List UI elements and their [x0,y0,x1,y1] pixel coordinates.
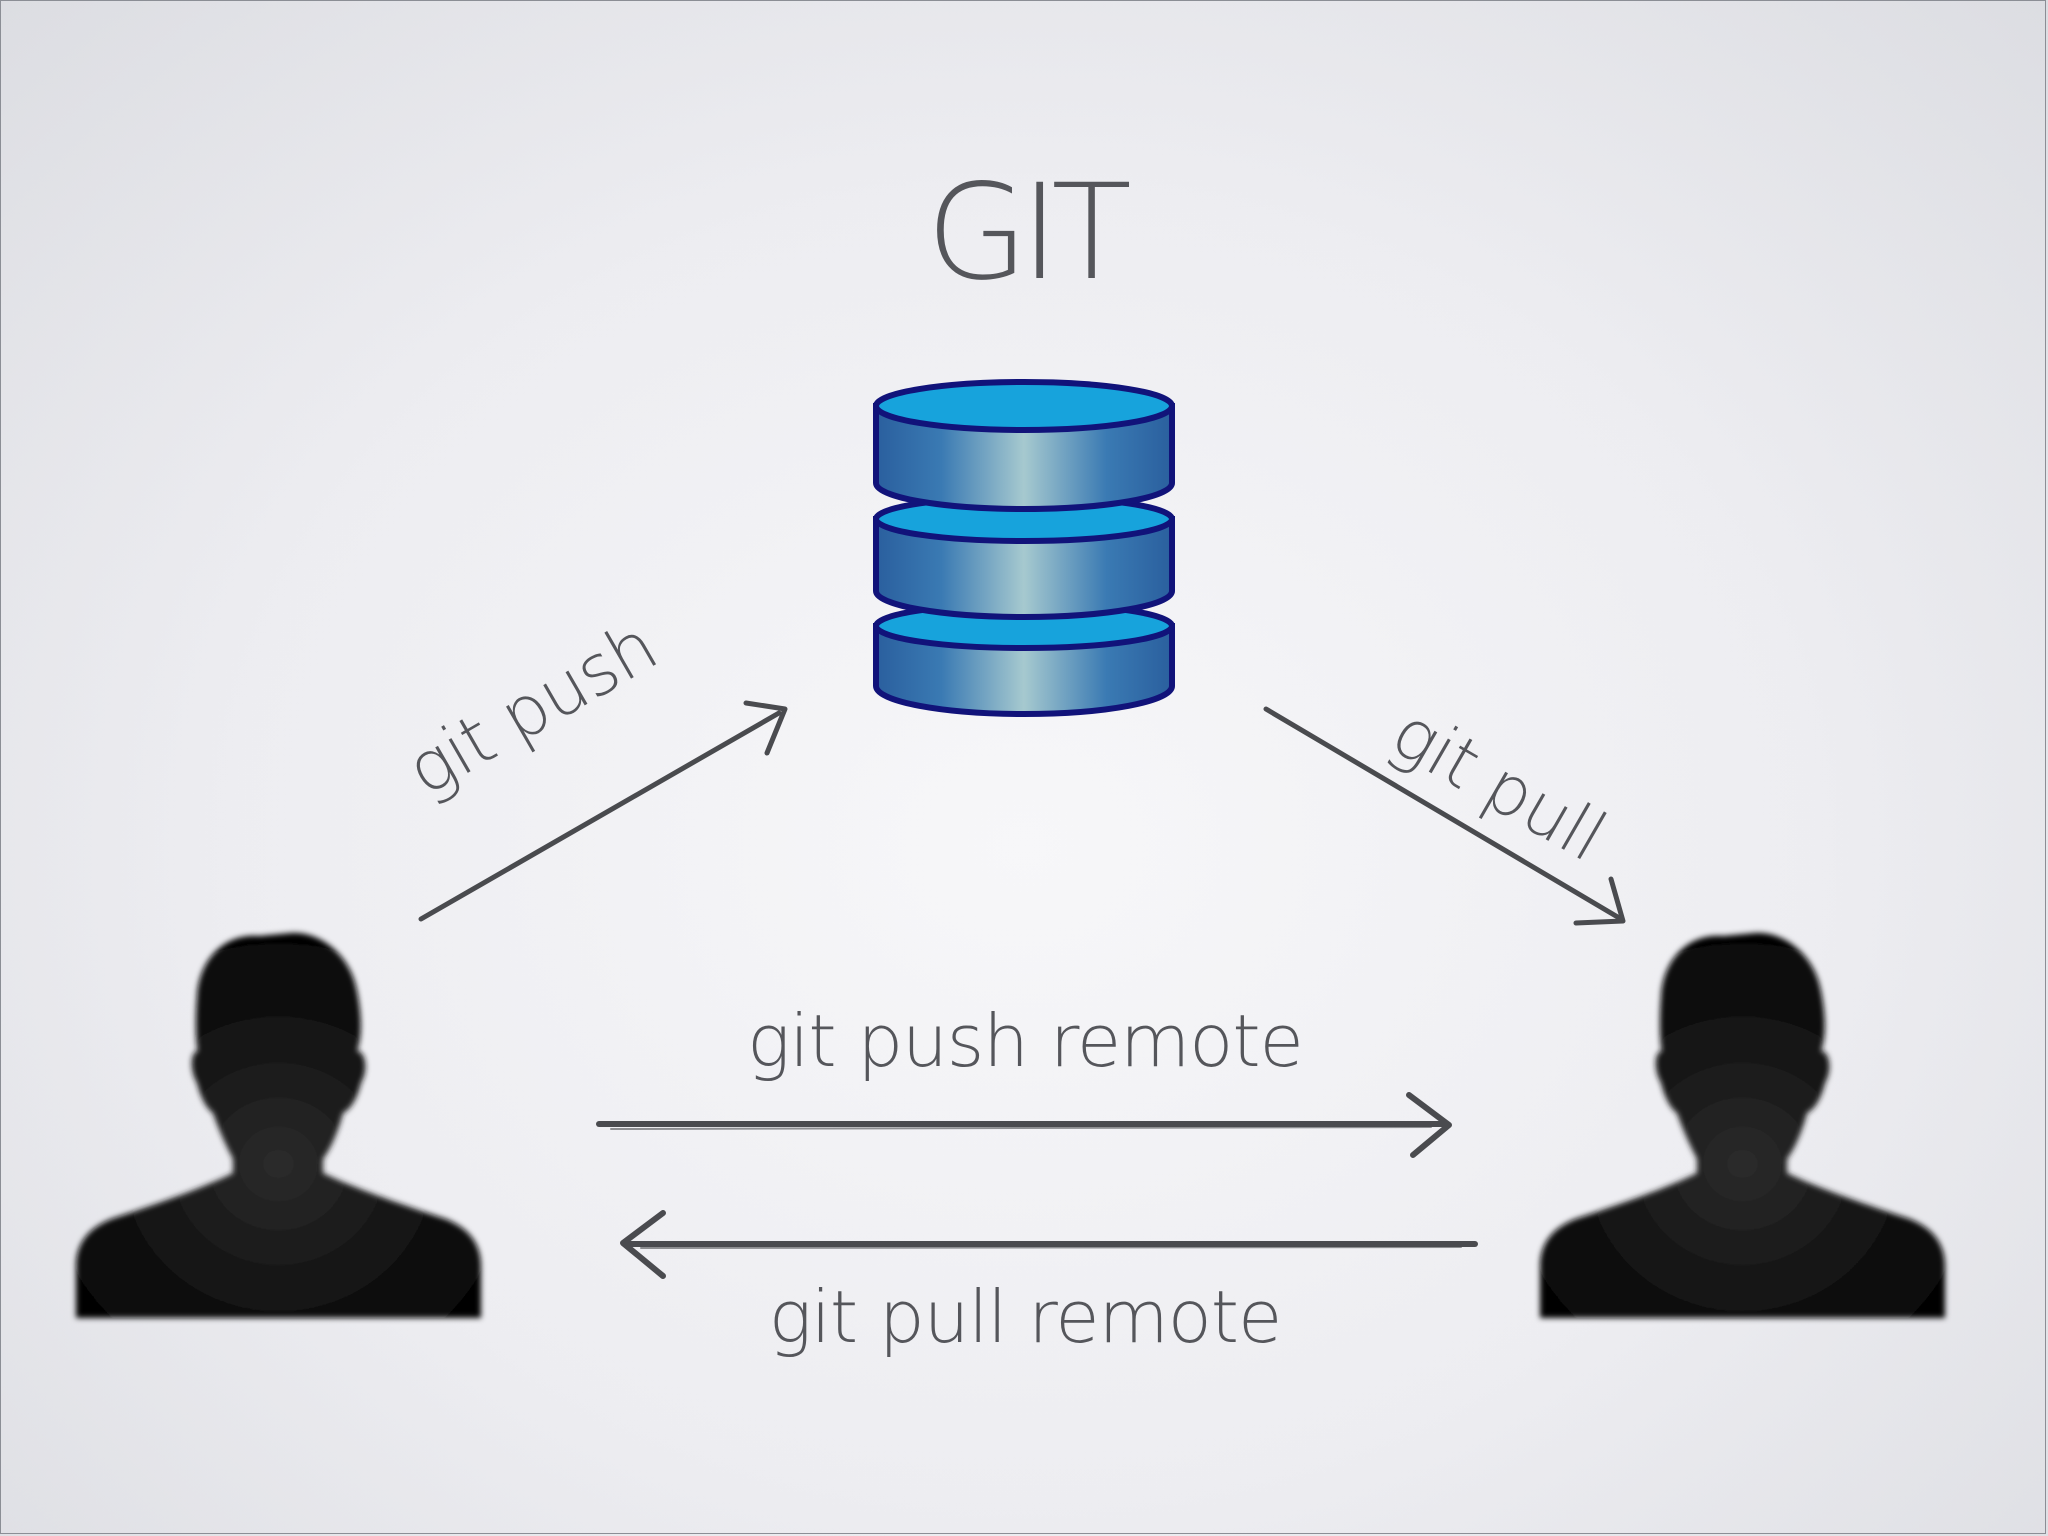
user-silhouette-icon-left [76,932,481,1318]
pull-remote-label: git pull remote [768,1275,1283,1359]
slide-title: GIT [926,156,1132,310]
push-remote-arrow [596,1092,1452,1158]
database-icon [873,379,1175,717]
pull-arrow [1263,706,1626,926]
push-remote-label: git push remote [747,999,1304,1083]
pull-remote-arrow [620,1210,1478,1279]
push-arrow [418,700,788,922]
user-silhouette-icon-right [1540,932,1945,1318]
